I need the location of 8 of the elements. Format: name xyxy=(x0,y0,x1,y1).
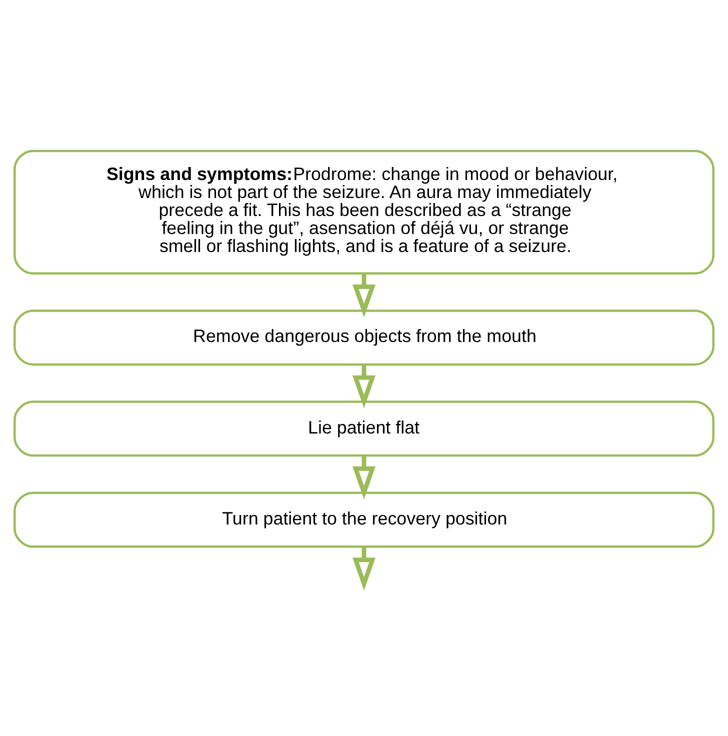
arrow xyxy=(352,273,376,318)
node-box: Remove dangerous objects from the mouth xyxy=(14,310,714,366)
node-box: Signs and symptoms:Prodrome: change in mood or behaviour, which is not part of the seizure. An aura may immediately precede a fit. This has been described as a “strange feeling in the gut”, asensation of déjá vu, or strange smell or flashing lights, and is a feature of a seizure. xyxy=(14,150,714,275)
node-box: Lie patient flat xyxy=(14,400,714,457)
node-box: Turn patient to the recovery position xyxy=(14,492,714,548)
arrow xyxy=(352,364,376,408)
arrow xyxy=(352,456,376,500)
arrow xyxy=(352,546,376,591)
